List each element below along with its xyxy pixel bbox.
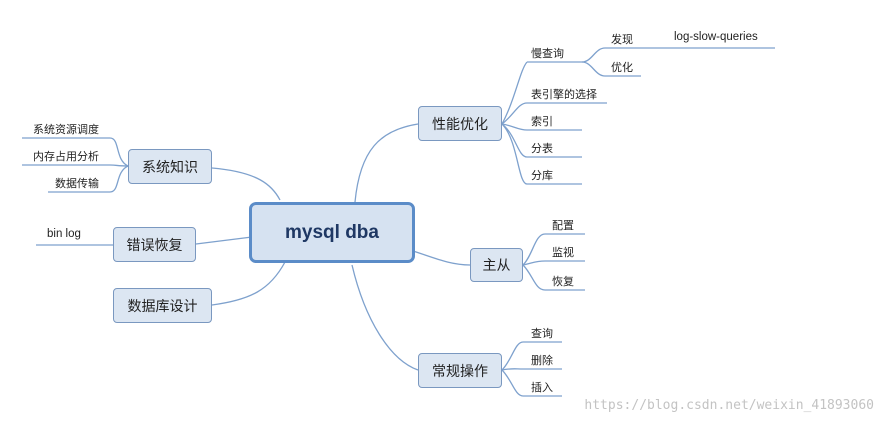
leaf-find[interactable]: 发现	[611, 33, 633, 46]
leaf-restore[interactable]: 恢复	[552, 275, 574, 288]
leaf-split-table[interactable]: 分表	[531, 142, 553, 155]
topic-database-design[interactable]: 数据库设计	[113, 288, 212, 323]
leaf-config[interactable]: 配置	[552, 219, 574, 232]
leaf-data-transfer[interactable]: 数据传输	[55, 177, 99, 190]
leaf-delete[interactable]: 删除	[531, 354, 553, 367]
topic-performance[interactable]: 性能优化	[418, 106, 502, 141]
leaf-insert[interactable]: 插入	[531, 381, 553, 394]
topic-error-recovery[interactable]: 错误恢复	[113, 227, 196, 262]
central-topic[interactable]: mysql dba	[249, 202, 415, 263]
leaf-index[interactable]: 索引	[531, 115, 553, 128]
topic-routine-ops[interactable]: 常规操作	[418, 353, 502, 388]
leaf-split-db[interactable]: 分库	[531, 169, 553, 182]
leaf-optimize[interactable]: 优化	[611, 61, 633, 74]
leaf-bin-log[interactable]: bin log	[47, 228, 81, 240]
topic-master-slave[interactable]: 主从	[470, 248, 523, 282]
leaf-table-engine[interactable]: 表引擎的选择	[531, 88, 597, 101]
leaf-memory-analysis[interactable]: 内存占用分析	[33, 150, 99, 163]
leaf-log-slow-queries[interactable]: log-slow-queries	[674, 31, 758, 43]
leaf-monitor[interactable]: 监视	[552, 246, 574, 259]
leaf-resource-scheduling[interactable]: 系统资源调度	[33, 123, 99, 136]
topic-system-knowledge[interactable]: 系统知识	[128, 149, 212, 184]
leaf-slow-query[interactable]: 慢查询	[531, 47, 564, 60]
leaf-query[interactable]: 查询	[531, 327, 553, 340]
watermark-url: https://blog.csdn.net/weixin_41893060	[584, 398, 874, 413]
